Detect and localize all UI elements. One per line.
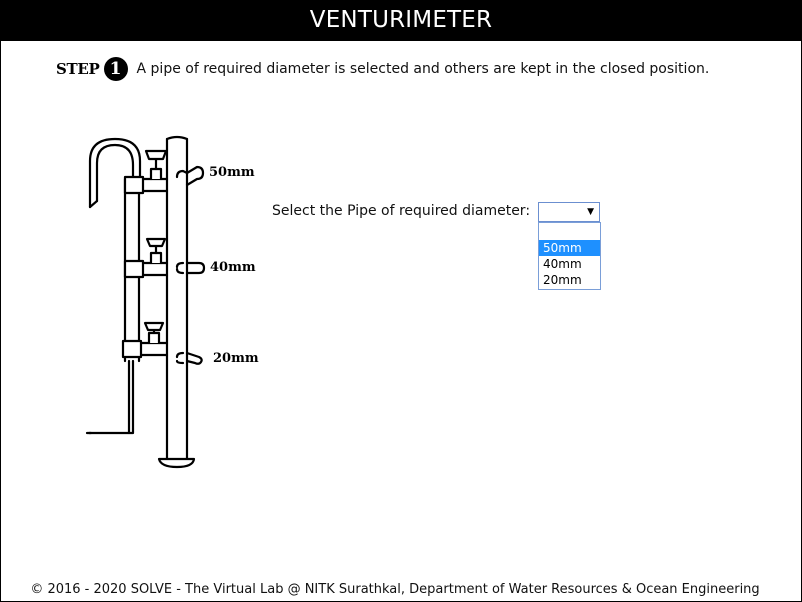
step-number-badge: 1	[103, 57, 128, 81]
dropdown-arrow-icon: ▼	[587, 207, 594, 217]
dropdown-option-blank[interactable]	[539, 223, 600, 239]
pipe-manifold-illustration	[85, 135, 206, 469]
dropdown-option-50mm[interactable]: 50mm	[539, 240, 600, 256]
pipe-diameter-select-label: Select the Pipe of required diameter:	[272, 203, 531, 219]
footer-copyright: © 2016 - 2020 SOLVE - The Virtual Lab @ …	[30, 582, 760, 597]
step-instruction-text: A pipe of required diameter is selected …	[136, 61, 710, 77]
pipe-label-40mm: 40mm	[210, 260, 256, 275]
step-instruction-row: STEP 1 A pipe of required diameter is se…	[56, 57, 709, 81]
pipe-label-20mm: 20mm	[213, 351, 259, 366]
pipe-diameter-select[interactable]: ▼	[538, 202, 600, 222]
dropdown-option-40mm[interactable]: 40mm	[543, 257, 582, 271]
dropdown-option-20mm[interactable]: 20mm	[543, 273, 582, 287]
step-word: STEP	[56, 60, 100, 78]
pipe-diameter-dropdown-list: 50mm 40mm 20mm	[538, 222, 601, 290]
pipe-label-50mm: 50mm	[209, 165, 255, 180]
page-title: VENTURIMETER	[1, 1, 801, 41]
